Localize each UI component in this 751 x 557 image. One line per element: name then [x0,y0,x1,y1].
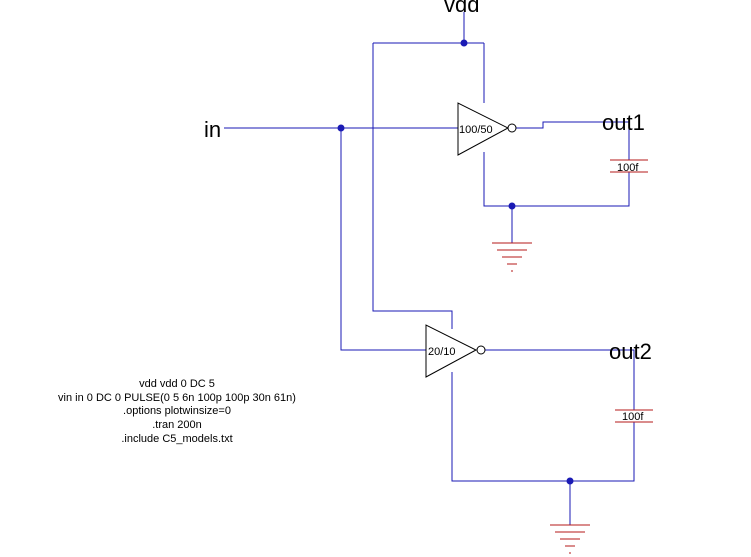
capacitor-out2-value: 100f [622,411,644,423]
junction-in [337,124,345,132]
junction-gnd1 [508,202,516,210]
junction-gnd2 [566,477,574,485]
wire-out2 [485,349,635,410]
net-label-out2: out2 [609,339,652,364]
spice-line-vdd: vdd vdd 0 DC 5 [139,378,215,390]
inverter-2-body [425,324,478,378]
capacitor-out1-value: 100f [617,162,639,174]
inverter-2-size-label: 20/10 [428,346,456,358]
net-label-vdd: vdd [444,0,479,17]
capacitor-out2[interactable]: 100f [615,409,653,423]
junction-vdd [460,39,468,47]
inverter-2-bubble [476,345,486,355]
wire-out1 [515,121,630,160]
capacitor-out1[interactable]: 100f [610,159,648,174]
net-label-in: in [204,117,221,142]
wire-in-branch [340,128,426,351]
wire-vdd-inverter2 [372,43,453,329]
inverter-1[interactable]: 100/50 [457,102,517,156]
spice-line-tran: .tran 200n [152,419,202,431]
spice-line-vin: vin in 0 DC 0 PULSE(0 5 6n 100p 100p 30n… [58,392,296,404]
junctions [337,39,574,485]
wires [224,12,635,525]
inverter-1-bubble [507,123,517,133]
wire-out2-cap-bottom [451,372,635,482]
inverter-1-size-label: 100/50 [459,124,493,136]
spice-directives[interactable]: vdd vdd 0 DC 5 vin in 0 DC 0 PULSE(0 5 6… [58,378,296,445]
inverter-1-body [457,102,510,156]
ground-symbol-1[interactable] [492,242,532,272]
inverter-2[interactable]: 20/10 [425,324,486,378]
wire-out1-cap-bottom [483,152,630,207]
spice-line-options: .options plotwinsize=0 [123,405,231,417]
ground-symbol-2[interactable] [550,524,590,554]
spice-line-include: .include C5_models.txt [121,433,232,445]
net-label-out1: out1 [602,110,645,135]
